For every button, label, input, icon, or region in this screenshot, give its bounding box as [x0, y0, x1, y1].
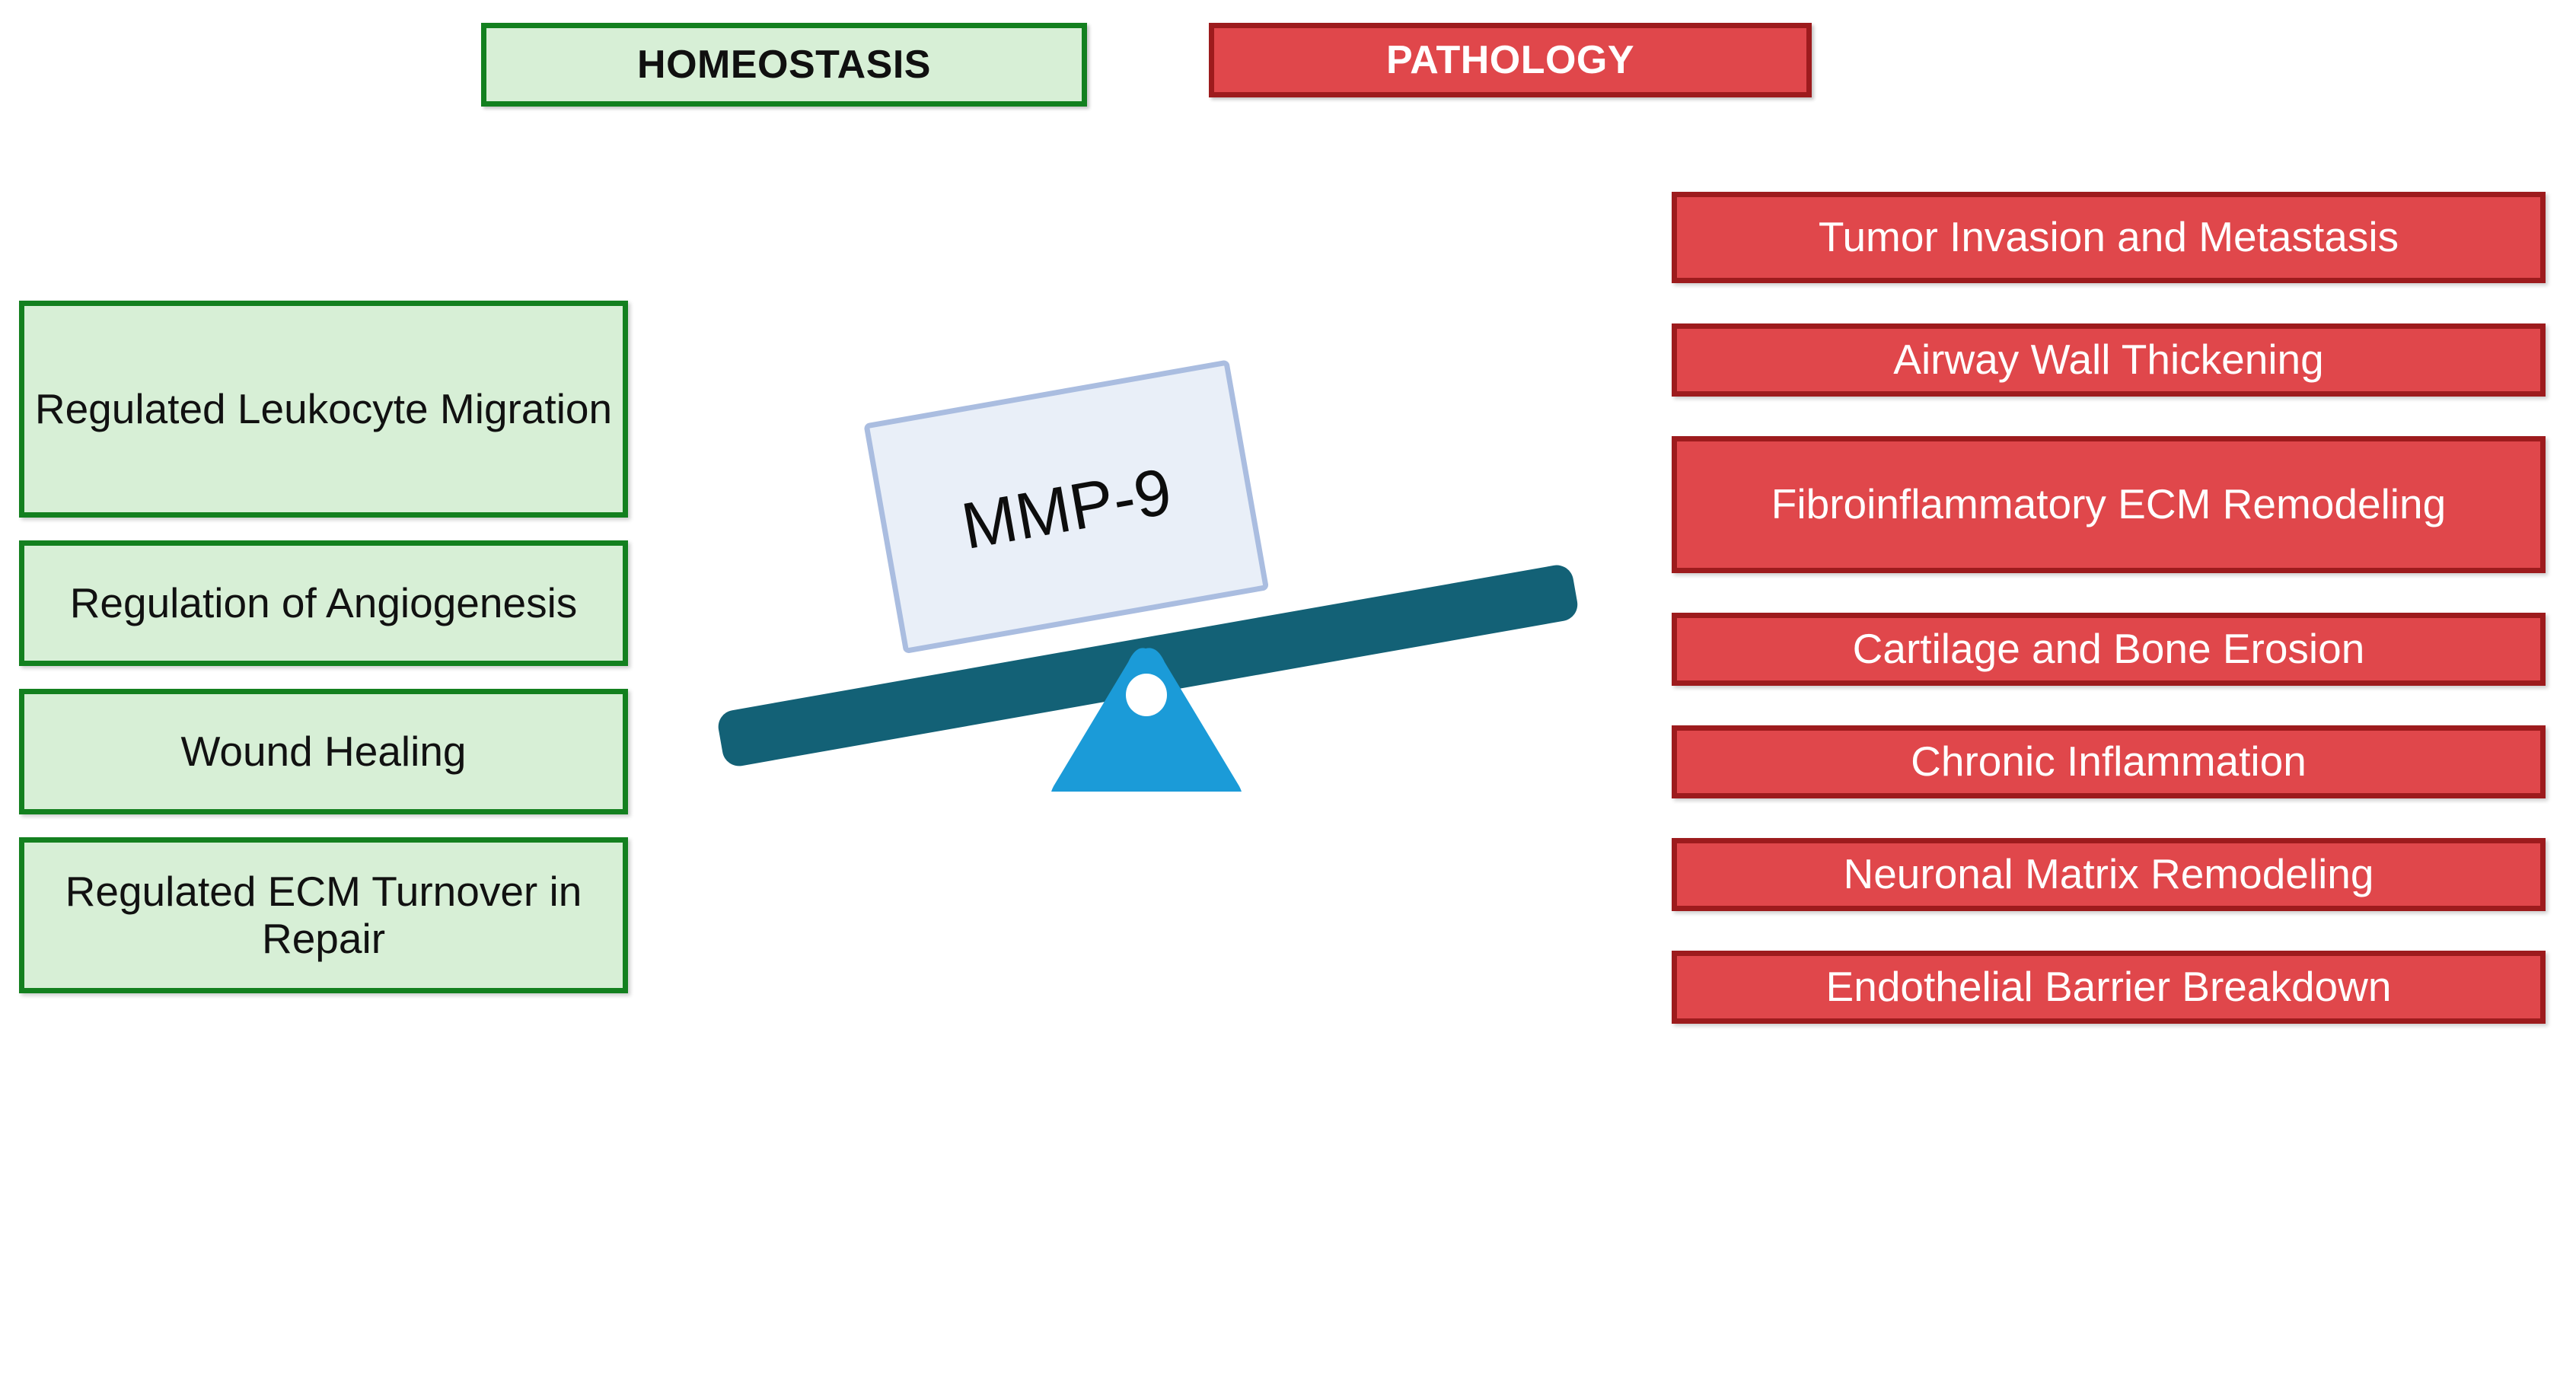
pathology-item: Airway Wall Thickening	[1672, 323, 2546, 397]
balance-scale: MMP-9	[670, 350, 1629, 792]
fulcrum-icon	[1051, 648, 1242, 792]
homeostasis-item: Regulated ECM Turnover in Repair	[19, 837, 628, 993]
pathology-item: Chronic Inflammation	[1672, 725, 2546, 798]
header-pathology: PATHOLOGY	[1209, 23, 1812, 97]
pathology-item: Endothelial Barrier Breakdown	[1672, 951, 2546, 1024]
mmp9-card	[864, 360, 1269, 654]
homeostasis-item: Wound Healing	[19, 689, 628, 814]
homeostasis-column: Regulated Leukocyte Migration Regulation…	[19, 301, 628, 993]
pathology-item: Neuronal Matrix Remodeling	[1672, 838, 2546, 911]
pathology-item: Tumor Invasion and Metastasis	[1672, 192, 2546, 283]
header-homeostasis: HOMEOSTASIS	[481, 23, 1087, 107]
homeostasis-item: Regulation of Angiogenesis	[19, 540, 628, 666]
pathology-column: Tumor Invasion and Metastasis Airway Wal…	[1672, 192, 2546, 1024]
homeostasis-item: Regulated Leukocyte Migration	[19, 301, 628, 518]
pathology-item: Fibroinflammatory ECM Remodeling	[1672, 436, 2546, 573]
pathology-item: Cartilage and Bone Erosion	[1672, 613, 2546, 686]
